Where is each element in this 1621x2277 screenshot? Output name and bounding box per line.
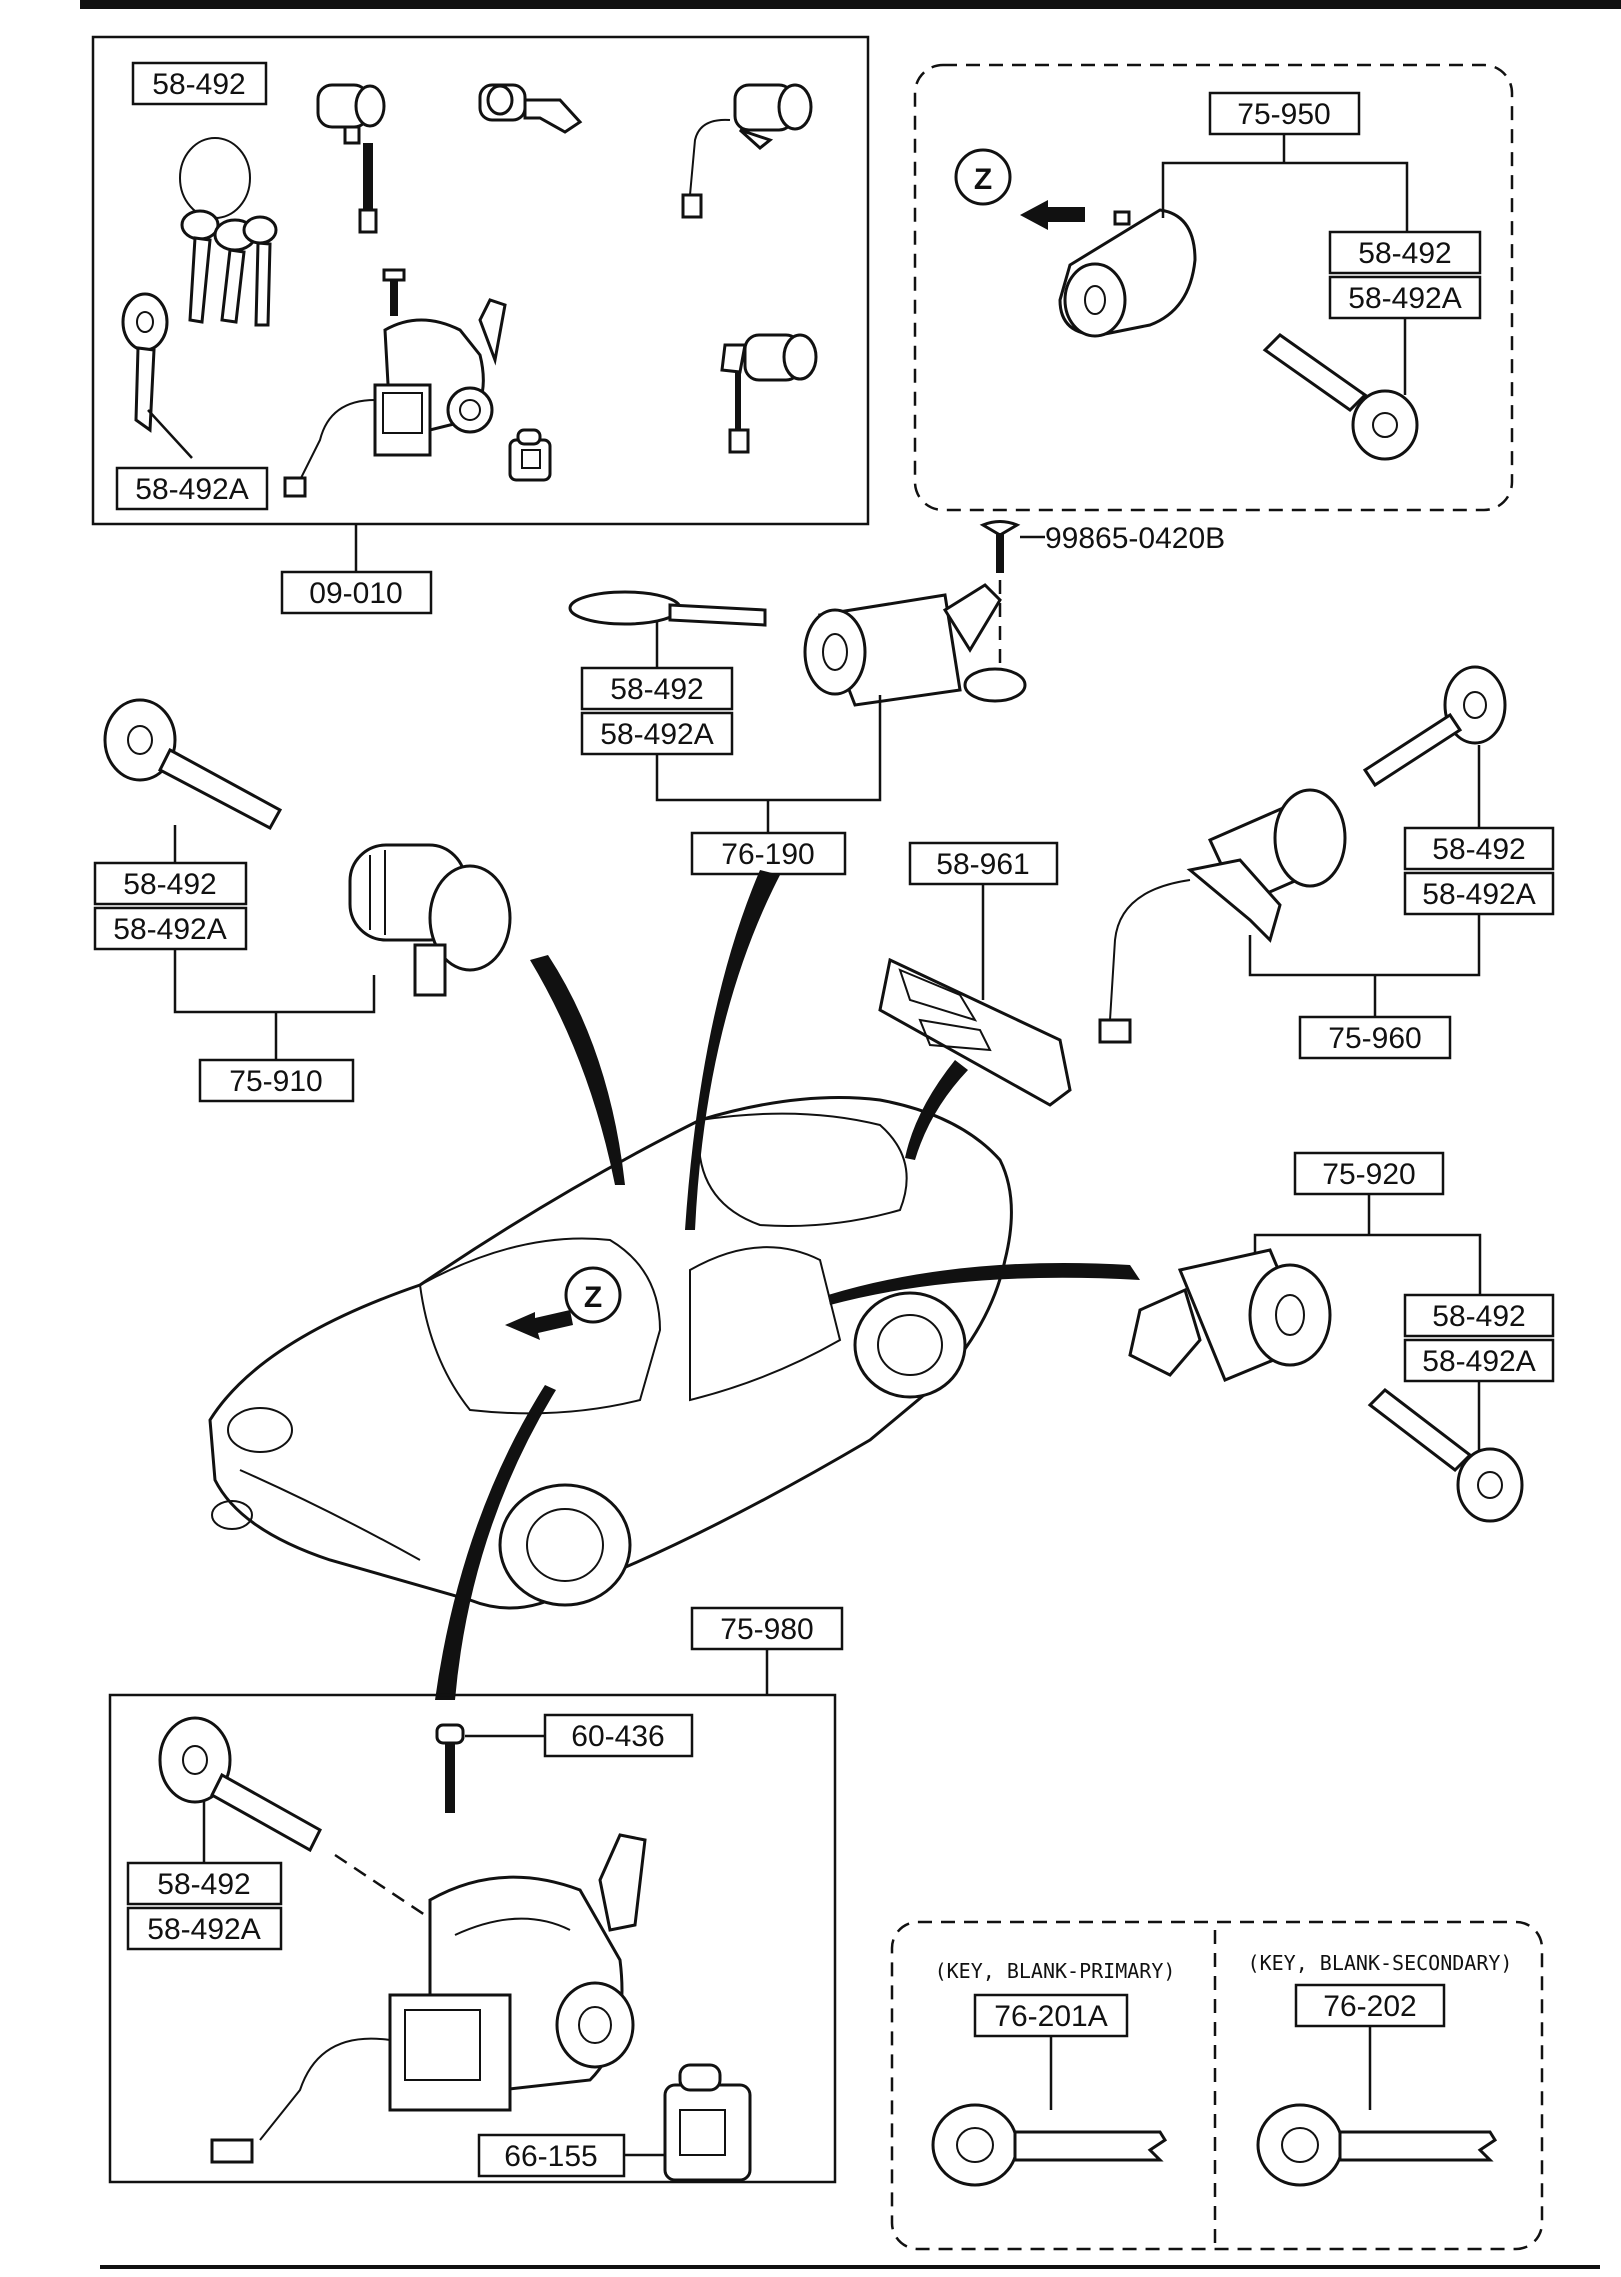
view-arrow-car-icon — [505, 1310, 573, 1340]
screw-label: 99865-0420B — [1045, 522, 1225, 555]
pointer-center-cylinder — [685, 870, 780, 1230]
blank-primary-key-icon — [931, 2103, 1168, 2187]
trunk-key-icon — [1362, 665, 1507, 788]
steering-key-label: 58-492 — [157, 1868, 250, 1901]
trunk-cylinder-group: 58-492 58-492A 75-960 — [1098, 665, 1555, 1060]
view-z-letter-top: Z — [974, 163, 992, 196]
latch-group: 58-961 — [878, 841, 1072, 1107]
bolt-icon — [435, 1723, 465, 1813]
left-cylinder-label: 75-910 — [229, 1065, 322, 1098]
blank-secondary-key-icon — [1256, 2103, 1498, 2187]
ignition-set-frame — [91, 35, 870, 526]
blank-primary-caption: (KEY, BLANK-PRIMARY) — [935, 1959, 1176, 1983]
steering-lock-part-icon — [210, 1833, 647, 2164]
view-arrow-top-icon — [1020, 200, 1085, 230]
switch-small-icon — [508, 428, 552, 482]
pointer-left-cylinder — [530, 955, 625, 1185]
latch-part-icon — [878, 957, 1072, 1107]
steering-lock-frame — [108, 1693, 837, 2184]
pointer-steering-lock — [435, 1385, 556, 1700]
glove-cylinder-group: Z 75-950 58-492 58-492A — [913, 63, 1514, 512]
center-key-label: 58-492 — [610, 673, 703, 706]
center-key-secondary-label: 58-492A — [600, 718, 713, 751]
glove-cylinder-frame — [913, 63, 1514, 512]
door-key-secondary-label: 58-492A — [1422, 1345, 1535, 1378]
door-key-icon — [1367, 1388, 1524, 1523]
view-z-marker-car — [564, 1266, 622, 1324]
trunk-key-secondary-label: 58-492A — [1422, 878, 1535, 911]
ignition-key-label: 58-492 — [152, 68, 245, 101]
door-cylinder-part-icon — [1128, 1248, 1332, 1382]
view-z-marker-top — [954, 148, 1012, 206]
key-blanks-group: (KEY, BLANK-PRIMARY) (KEY, BLANK-SECONDA… — [890, 1920, 1544, 2251]
steering-lock-assembly-icon — [283, 268, 507, 498]
glove-key-label: 58-492 — [1358, 237, 1451, 270]
left-cylinder-group: 58-492 58-492A 75-910 — [93, 698, 512, 1103]
left-key-secondary-label: 58-492A — [113, 913, 226, 946]
top-border — [80, 0, 1621, 9]
bolt-label: 60-436 — [571, 1720, 664, 1753]
latch-label: 58-961 — [936, 848, 1029, 881]
steering-key-icon — [158, 1716, 322, 1853]
car-rear-wheel-icon — [853, 1291, 967, 1399]
door-cylinder-set-icon — [720, 333, 818, 454]
screw-icon — [979, 520, 1021, 573]
left-cylinder-part-icon — [348, 843, 512, 997]
ignition-key-secondary-label: 58-492A — [135, 473, 248, 506]
glove-key-secondary-label: 58-492A — [1348, 282, 1461, 315]
trunk-cylinder-label: 75-960 — [1328, 1022, 1421, 1055]
key-blanks-frame — [890, 1920, 1544, 2251]
glove-cylinder-label: 75-950 — [1237, 98, 1330, 131]
pointer-latch — [905, 1060, 968, 1160]
ignition-set-group: 58-492 58-492A 09-010 — [91, 35, 870, 615]
door-cylinder-label: 75-920 — [1322, 1158, 1415, 1191]
blank-secondary-part-label: 76-202 — [1323, 1990, 1416, 2023]
view-z-letter-car: Z — [584, 1281, 602, 1314]
ignition-set-label: 09-010 — [309, 577, 402, 610]
pointer-door-cylinder — [828, 1263, 1140, 1305]
glove-cylinder-part-icon — [1058, 208, 1197, 338]
left-key-icon — [103, 698, 283, 831]
center-cylinder-part-icon — [803, 583, 1027, 707]
door-cylinder-group: 75-920 58-492 58-492A — [1128, 1151, 1555, 1523]
steering-key-secondary-label: 58-492A — [147, 1913, 260, 1946]
trunk-cylinder-set-icon — [681, 83, 813, 219]
car-front-wheel-icon — [498, 1483, 632, 1607]
blank-secondary-caption: (KEY, BLANK-SECONDARY) — [1248, 1951, 1513, 1975]
glove-cylinder-icon — [478, 83, 583, 134]
key-bunch-icon — [180, 209, 278, 327]
center-cylinder-label: 76-190 — [721, 838, 814, 871]
left-key-label: 58-492 — [123, 868, 216, 901]
steering-lock-group: 75-980 60-436 — [108, 1606, 844, 2184]
center-key-icon — [568, 590, 767, 627]
lock-cylinder-small-icon — [316, 83, 386, 234]
steering-lock-label: 75-980 — [720, 1613, 813, 1646]
center-cylinder-group: 99865-0420B 58-492 58-492A 76-190 — [568, 520, 1225, 876]
trunk-cylinder-part-icon — [1098, 788, 1347, 1044]
single-key-icon — [121, 292, 169, 433]
key-ring-icon — [179, 137, 251, 219]
car-illustration: Z — [208, 870, 1140, 1700]
door-key-label: 58-492 — [1432, 1300, 1525, 1333]
glove-key-icon — [1262, 333, 1419, 461]
blank-primary-part-label: 76-201A — [994, 2000, 1107, 2033]
switch-label: 66-155 — [504, 2140, 597, 2173]
switch-part-icon — [663, 2063, 752, 2182]
trunk-key-label: 58-492 — [1432, 833, 1525, 866]
